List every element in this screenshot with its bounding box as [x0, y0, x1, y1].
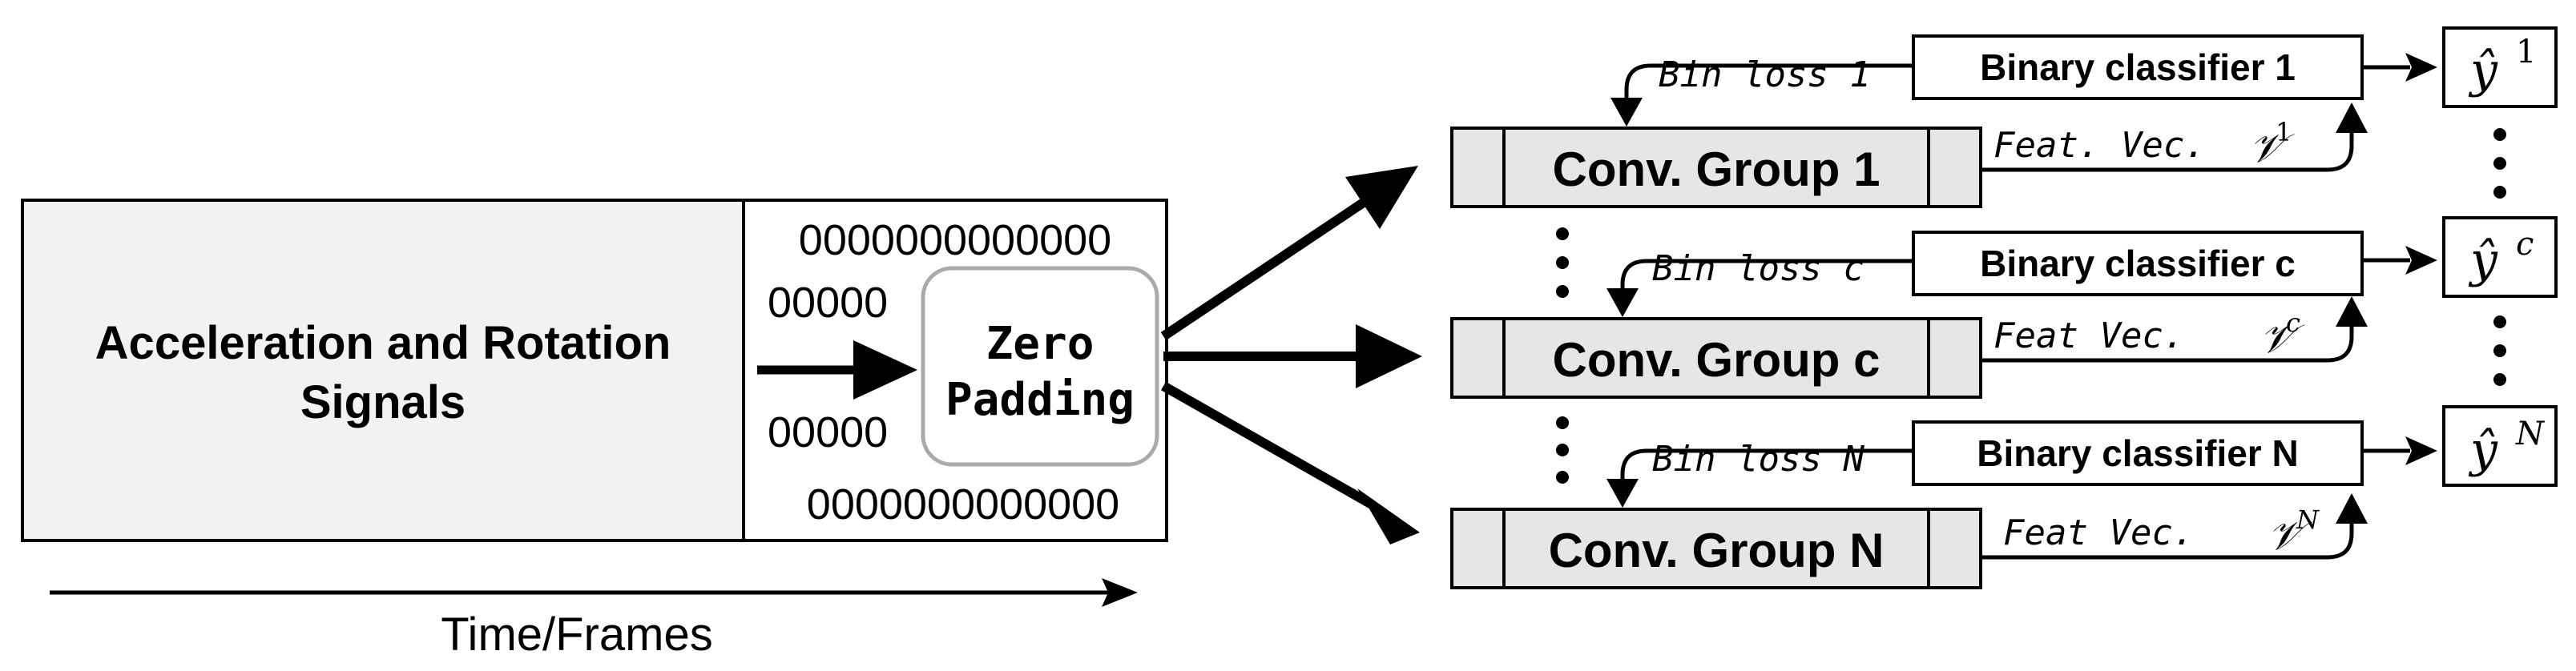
loss-n-label: Bin loss N	[1652, 439, 1864, 480]
output-c-sup: c	[2516, 226, 2534, 263]
output-1-arrow	[2362, 53, 2437, 82]
zeros-bottom: 0000000000000	[807, 480, 1119, 528]
feat-n-sup: N	[2296, 504, 2320, 535]
zero-padding-line1: Zero	[986, 318, 1094, 370]
output-n-sup: N	[2515, 416, 2546, 452]
conv-group-1: Conv. Group 1	[1450, 127, 1982, 208]
feat-c-prefix: Feat Vec.	[1993, 315, 2184, 356]
feat-1-arrow	[1981, 128, 2354, 172]
output-n-symbol: ŷ	[2468, 422, 2498, 478]
classifier-c-label: Binary classifier c	[1980, 243, 2296, 284]
feat-c-arrow	[1981, 322, 2354, 363]
zeros-top: 0000000000000	[799, 216, 1111, 264]
conv-group-c-label: Conv. Group c	[1553, 333, 1881, 387]
fanout-arrow-1	[1160, 166, 1418, 340]
zeros-left-upper: 00000	[768, 279, 888, 327]
output-1-box: ŷ 1	[2442, 26, 2558, 108]
ellipsis-dots-output-upper	[2493, 128, 2506, 199]
output-n-arrow	[2362, 436, 2437, 465]
conv-group-n: Conv. Group N	[1450, 508, 1982, 589]
output-1-sup: 1	[2516, 34, 2536, 70]
conv-group-n-label: Conv. Group N	[1549, 524, 1885, 577]
loss-c-arrow	[1620, 259, 1913, 295]
feat-c-arrowhead	[2336, 296, 2368, 327]
loss-1-arrow	[1624, 63, 1913, 104]
conv-group-1-label: Conv. Group 1	[1553, 143, 1881, 196]
feat-n-arrowhead	[2336, 493, 2368, 524]
signals-label-line1: Acceleration and Rotation	[95, 317, 671, 369]
input-arrow	[757, 340, 917, 400]
loss-n-arrow	[1620, 448, 1913, 485]
output-n-box: ŷ N	[2442, 405, 2558, 487]
loss-c-label: Bin loss c	[1652, 248, 1864, 289]
conv-group-c: Conv. Group c	[1450, 317, 1982, 399]
time-label: Time/Frames	[441, 609, 712, 661]
output-1-symbol: ŷ	[2468, 42, 2498, 98]
classifier-n: Binary classifier N	[1912, 420, 2364, 486]
classifier-c: Binary classifier c	[1912, 231, 2364, 296]
fanout-arrow-n	[1161, 381, 1420, 544]
loss-n-arrowhead	[1606, 479, 1639, 508]
loss-1-label: Bin loss 1	[1659, 54, 1871, 95]
output-c-arrow	[2362, 246, 2437, 275]
feat-1-sup: 1	[2276, 117, 2292, 147]
zero-padding-line2: Padding	[945, 374, 1135, 426]
classifier-1-label: Binary classifier 1	[1980, 46, 2296, 88]
feat-n-prefix: Feat Vec.	[2003, 512, 2194, 553]
ellipsis-dots-output-lower	[2493, 315, 2506, 386]
loss-c-arrowhead	[1606, 288, 1639, 317]
feat-n-arrow	[1981, 519, 2354, 560]
time-axis-arrow	[50, 578, 1138, 607]
zeros-left-lower: 00000	[768, 408, 888, 456]
output-c-box: ŷ c	[2442, 216, 2558, 298]
feat-c-sup: c	[2286, 307, 2300, 338]
zero-padding-box	[921, 266, 1159, 467]
loss-1-arrowhead	[1611, 98, 1643, 127]
feat-1-prefix: Feat. Vec.	[1993, 125, 2206, 166]
ellipsis-dots-conv-upper	[1556, 227, 1569, 298]
classifier-1: Binary classifier 1	[1912, 34, 2364, 100]
classifier-n-label: Binary classifier N	[1977, 432, 2298, 474]
output-c-symbol: ŷ	[2468, 232, 2498, 288]
fanout-arrow-c	[1163, 324, 1422, 388]
ellipsis-dots-conv-lower	[1556, 416, 1569, 484]
signals-box	[21, 199, 745, 542]
signals-label-line2: Signals	[300, 376, 466, 428]
feat-1-arrowhead	[2336, 102, 2368, 133]
